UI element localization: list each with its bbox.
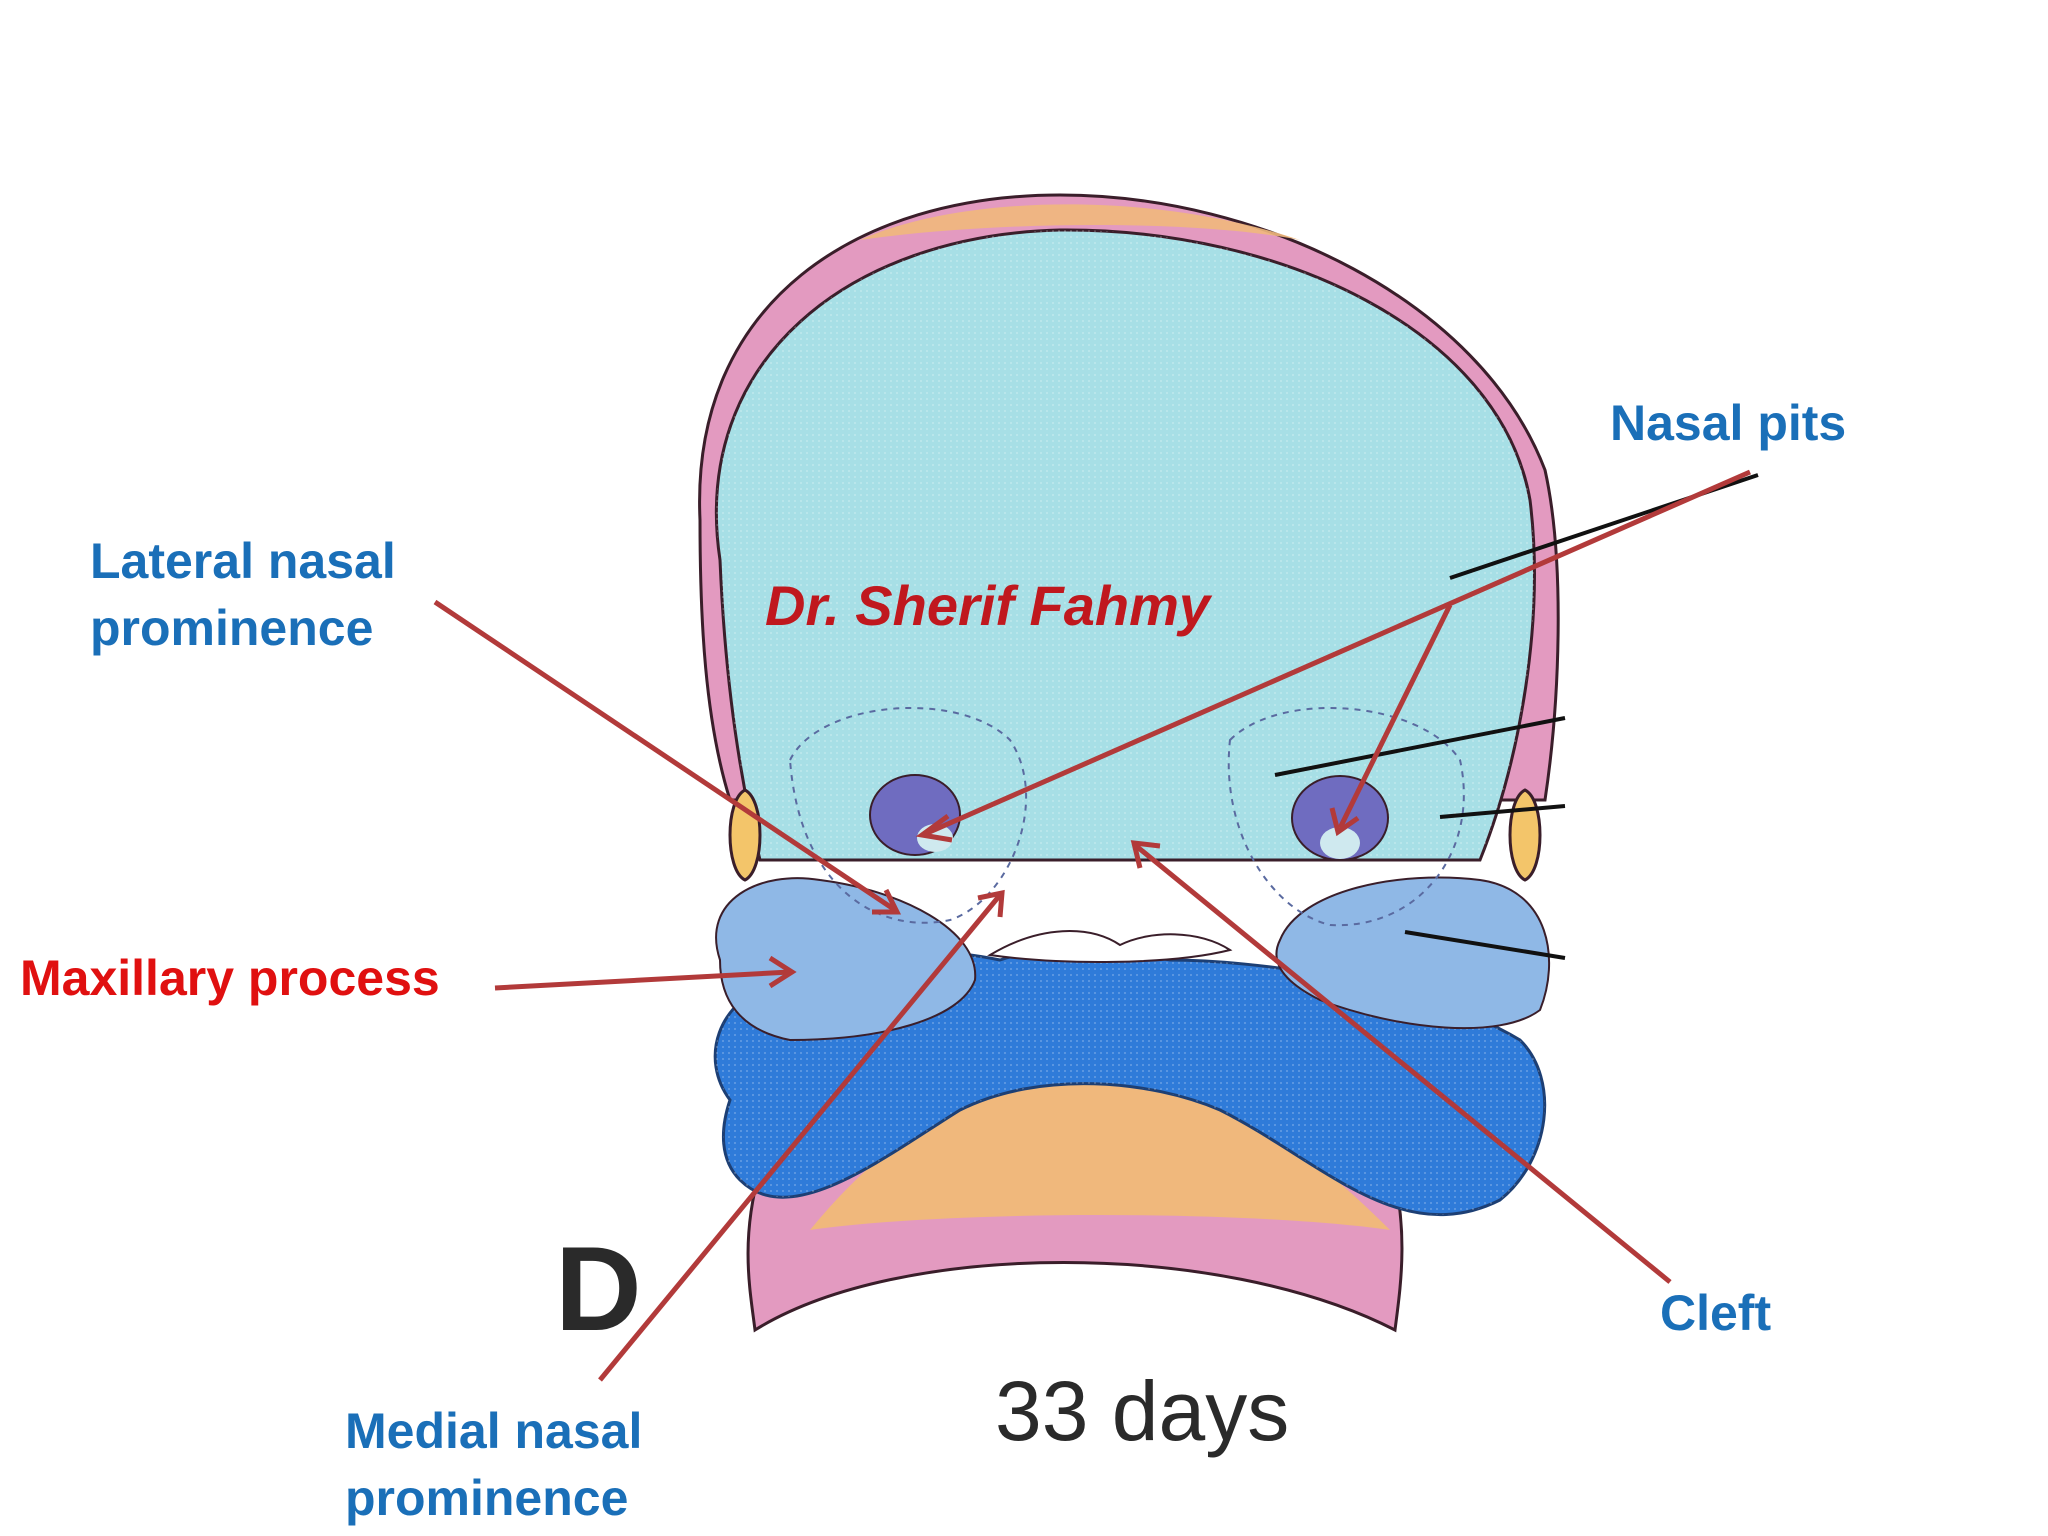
right-nasal-pit	[1291, 775, 1389, 861]
label-cleft: Cleft	[1660, 1285, 1771, 1341]
label-medial-nasal-line1: Medial nasal	[345, 1403, 642, 1459]
stomodeum	[987, 930, 1233, 963]
head-orange-patch	[860, 204, 1300, 240]
annotation-arrows	[433, 469, 1752, 1382]
left-maxillary-process	[715, 877, 977, 1042]
arrow-nasal-pits-right	[1337, 603, 1453, 830]
label-nasal-pits: Nasal pits	[1610, 395, 1846, 451]
label-lateral-nasal-line1: Lateral nasal	[90, 533, 396, 589]
left-nasal-placode-outline	[788, 707, 1027, 924]
age-caption: 33 days	[995, 1364, 1289, 1458]
right-side-yellow	[1508, 788, 1542, 882]
arrow-maxillary	[494, 969, 791, 991]
arrow-medial-nasal	[598, 893, 1002, 1382]
right-maxillary-process	[1275, 876, 1551, 1030]
figure-letter: D	[555, 1222, 642, 1356]
label-lateral-nasal-line2: prominence	[90, 600, 373, 656]
watermark-signature: Dr. Sherif Fahmy	[765, 574, 1213, 637]
arrow-nasal-pits-left	[923, 469, 1752, 837]
arrow-lateral-nasal	[433, 599, 897, 913]
right-nasal-placode-outline	[1227, 707, 1465, 927]
label-maxillary-process: Maxillary process	[20, 950, 440, 1006]
label-medial-nasal-line2: prominence	[345, 1470, 628, 1526]
arrow-cleft	[1133, 843, 1672, 1284]
